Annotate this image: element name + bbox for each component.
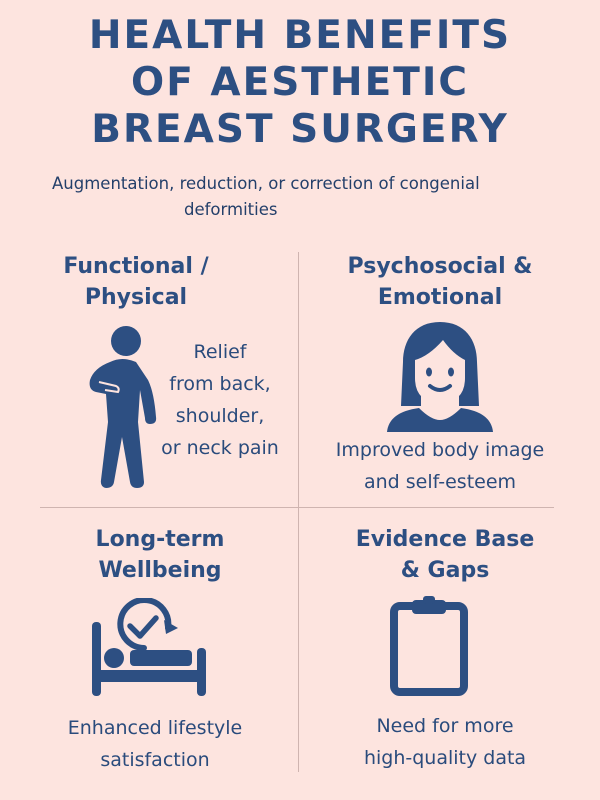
bed-check-cycle-icon [92, 598, 206, 696]
quadrant-title-line: Evidence Base [355, 527, 535, 552]
title-line: OF AESTHETIC [131, 60, 469, 105]
quadrant-title-line: Functional / [63, 254, 209, 279]
clipboard-icon [390, 596, 468, 696]
quadrant-text-line: Need for more [376, 715, 514, 737]
quadrant-text: Relief from back, shoulder, or neck pain [140, 336, 300, 464]
vertical-divider [298, 252, 299, 772]
quadrant-text-line: Improved body image [335, 439, 545, 461]
quadrant-text-line: Relief [193, 341, 247, 363]
horizontal-divider [40, 507, 554, 508]
quadrant-title-line: Long-term [95, 527, 225, 552]
smiling-woman-icon [387, 322, 493, 432]
title-line: HEALTH BENEFITS [88, 13, 512, 58]
quadrant-title: Functional / Physical [36, 251, 236, 313]
person-back-pain-icon [89, 326, 157, 488]
quadrant-title-line: & Gaps [400, 558, 490, 583]
title-line: BREAST SURGERY [91, 107, 509, 152]
subtitle-line: Augmentation, reduction, or correction o… [52, 174, 480, 193]
quadrant-text-line: high-quality data [363, 747, 527, 769]
quadrant-text: Improved body image and self-esteem [310, 434, 570, 498]
quadrant-title-line: Physical [84, 285, 188, 310]
quadrant-title: Long-term Wellbeing [60, 524, 260, 586]
quadrant-title: Evidence Base & Gaps [320, 524, 570, 586]
quadrant-text: Enhanced lifestyle satisfaction [40, 712, 270, 776]
quadrant-text-line: and self-esteem [363, 471, 517, 493]
quadrant-text-line: Enhanced lifestyle [67, 717, 243, 739]
quadrant-title-line: Wellbeing [98, 558, 222, 583]
quadrant-text-line: shoulder, [175, 405, 265, 427]
subtitle-line: deformities [184, 200, 278, 219]
quadrant-title-line: Psychosocial & [347, 254, 533, 279]
quadrant-title-line: Emotional [377, 285, 503, 310]
quadrant-text-line: from back, [169, 373, 271, 395]
quadrant-text-line: or neck pain [161, 437, 279, 459]
page-title: HEALTH BENEFITS OF AESTHETIC BREAST SURG… [0, 12, 600, 153]
quadrant-title: Psychosocial & Emotional [315, 251, 565, 313]
quadrant-text: Need for more high-quality data [315, 710, 575, 774]
quadrant-text-line: satisfaction [100, 749, 210, 771]
